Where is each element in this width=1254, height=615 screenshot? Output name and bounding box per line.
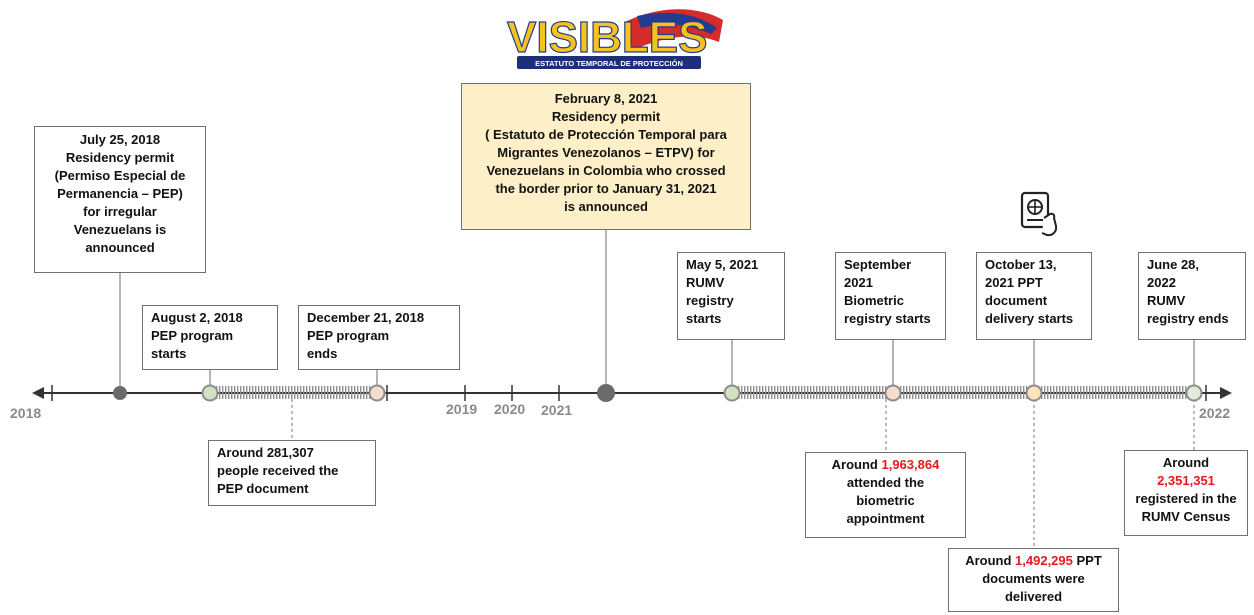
marker-rumv-starts — [723, 384, 741, 402]
event-text-line: May 5, 2021 — [686, 257, 759, 272]
event-text-line: the border prior to January 31, 2021 — [495, 181, 717, 196]
event-text-line: RUMV — [1147, 293, 1186, 308]
timeline-markers — [113, 384, 1203, 402]
event-text-line: July 25, 2018 — [79, 132, 161, 147]
event-box-biometric-starts: September 2021 Biometric registry starts — [835, 252, 946, 340]
event-text-line: June 28, — [1147, 257, 1200, 272]
event-text-line: starts — [151, 346, 187, 361]
event-text-line: 2022 — [1147, 275, 1176, 290]
marker-ppt-starts — [1025, 384, 1043, 402]
callout-biometric-attended: Around 1,963,864 attended the biometric … — [805, 452, 966, 538]
event-box-etpv-announced: February 8, 2021 Residency permit ( Esta… — [461, 83, 751, 230]
marker-biometric-starts — [884, 384, 902, 402]
event-text-line: announced — [85, 240, 155, 255]
event-box-pep-announced: July 25, 2018 Residency permit (Permiso … — [34, 126, 206, 273]
event-text-line: Migrantes Venezolanos – ETPV) for — [497, 145, 715, 160]
event-text-line: Residency permit — [65, 150, 175, 165]
callout-text-line: Around 1,492,295 PPT — [957, 552, 1110, 570]
visibles-logo: VISIBLES ESTATUTO TEMPORAL DE PROTECCIÓN — [506, 9, 723, 69]
callout-prefix: Around — [965, 553, 1016, 568]
arrow-right-icon — [1220, 387, 1232, 399]
callout-ppt-delivered: Around 1,492,295 PPT documents were deli… — [948, 548, 1119, 612]
event-text-line: October 13, — [985, 257, 1057, 272]
callout-value: 1,492,295 — [1015, 553, 1073, 568]
event-box-ppt-delivery-starts: October 13, 2021 PPT document delivery s… — [976, 252, 1092, 340]
event-connectors — [119, 230, 1195, 393]
event-text-line: delivery starts — [985, 311, 1074, 326]
callout-text-line: Around 281,307 — [217, 445, 314, 460]
callout-text-line: appointment — [846, 511, 925, 526]
event-text-line: registry — [686, 293, 734, 308]
event-text-line: ( Estatuto de Protección Temporal para — [485, 127, 727, 142]
logo-wordmark: VISIBLES — [507, 13, 708, 62]
event-box-pep-ends: December 21, 2018 PEP program ends — [298, 305, 460, 370]
event-text-line: starts — [686, 311, 722, 326]
event-text-line: December 21, 2018 — [307, 310, 425, 325]
callout-text-line: delivered — [1004, 589, 1063, 604]
year-label-2019: 2019 — [446, 401, 478, 417]
arrow-left-icon — [32, 387, 44, 399]
callout-text-line: attended the — [846, 475, 925, 490]
event-text-line: for irregular — [83, 204, 157, 219]
year-label-2020: 2020 — [494, 401, 526, 417]
marker-pep-starts — [201, 384, 219, 402]
event-text-line: PEP program — [307, 328, 390, 343]
marker-etpv-announced — [597, 384, 615, 402]
event-text-line: 2021 PPT — [985, 275, 1043, 290]
year-label-2022: 2022 — [1199, 405, 1231, 421]
callout-rumv-registered: Around 2,351,351 registered in the RUMV … — [1124, 450, 1248, 536]
event-text-line: is announced — [564, 199, 648, 214]
logo-banner — [517, 56, 701, 69]
event-text-line: Venezuelans is — [73, 222, 167, 237]
logo-subtitle: ESTATUTO TEMPORAL DE PROTECCIÓN — [535, 59, 683, 68]
callout-text-line: RUMV Census — [1141, 509, 1231, 524]
event-text-line: Permanencia – PEP) — [57, 186, 183, 201]
event-text-line: 2021 — [844, 275, 873, 290]
event-box-rumv-ends: June 28, 2022 RUMV registry ends — [1138, 252, 1246, 340]
event-text-line: Venezuelans in Colombia who crossed — [486, 163, 726, 178]
year-label-2018: 2018 — [10, 405, 42, 421]
callout-text-line: Around — [1162, 455, 1210, 470]
marker-pep-announced — [113, 386, 127, 400]
callout-text-line: Around 1,963,864 — [814, 456, 957, 474]
event-text-line: registry starts — [844, 311, 931, 326]
event-text-line: ends — [307, 346, 338, 361]
callout-value: 1,963,864 — [881, 457, 940, 472]
callout-prefix: Around — [831, 457, 882, 472]
marker-pep-ends — [368, 384, 386, 402]
callout-text-line: biometric — [856, 493, 915, 508]
event-text-line: Residency permit — [551, 109, 661, 124]
event-text-line: September — [844, 257, 912, 272]
callout-text-line: people received the — [217, 463, 339, 478]
callout-text-line: documents were — [982, 571, 1085, 586]
period-rumv — [732, 386, 1194, 399]
event-text-line: (Permiso Especial de — [54, 168, 186, 183]
callout-connectors — [291, 393, 1195, 548]
callout-text-line: PEP document — [217, 481, 309, 496]
logo-brush-stroke-blue — [637, 12, 717, 34]
marker-rumv-ends — [1185, 384, 1203, 402]
callout-text-line: registered in the — [1135, 491, 1237, 506]
callout-pep-received: Around 281,307 people received the PEP d… — [208, 440, 376, 506]
year-label-2021: 2021 — [541, 402, 573, 418]
event-box-rumv-starts: May 5, 2021 RUMV registry starts — [677, 252, 785, 340]
period-pep — [210, 386, 377, 399]
event-text-line: February 8, 2021 — [554, 91, 658, 106]
callout-value: 2,351,351 — [1157, 473, 1215, 488]
event-text-line: August 2, 2018 — [151, 310, 243, 325]
event-box-pep-starts: August 2, 2018 PEP program starts — [142, 305, 278, 370]
event-text-line: PEP program — [151, 328, 234, 343]
event-text-line: document — [985, 293, 1048, 308]
callout-suffix: PPT — [1072, 553, 1102, 568]
event-text-line: RUMV — [686, 275, 725, 290]
event-text-line: Biometric — [844, 293, 904, 308]
passport-globe-icon — [1020, 191, 1058, 237]
event-text-line: registry ends — [1147, 311, 1229, 326]
